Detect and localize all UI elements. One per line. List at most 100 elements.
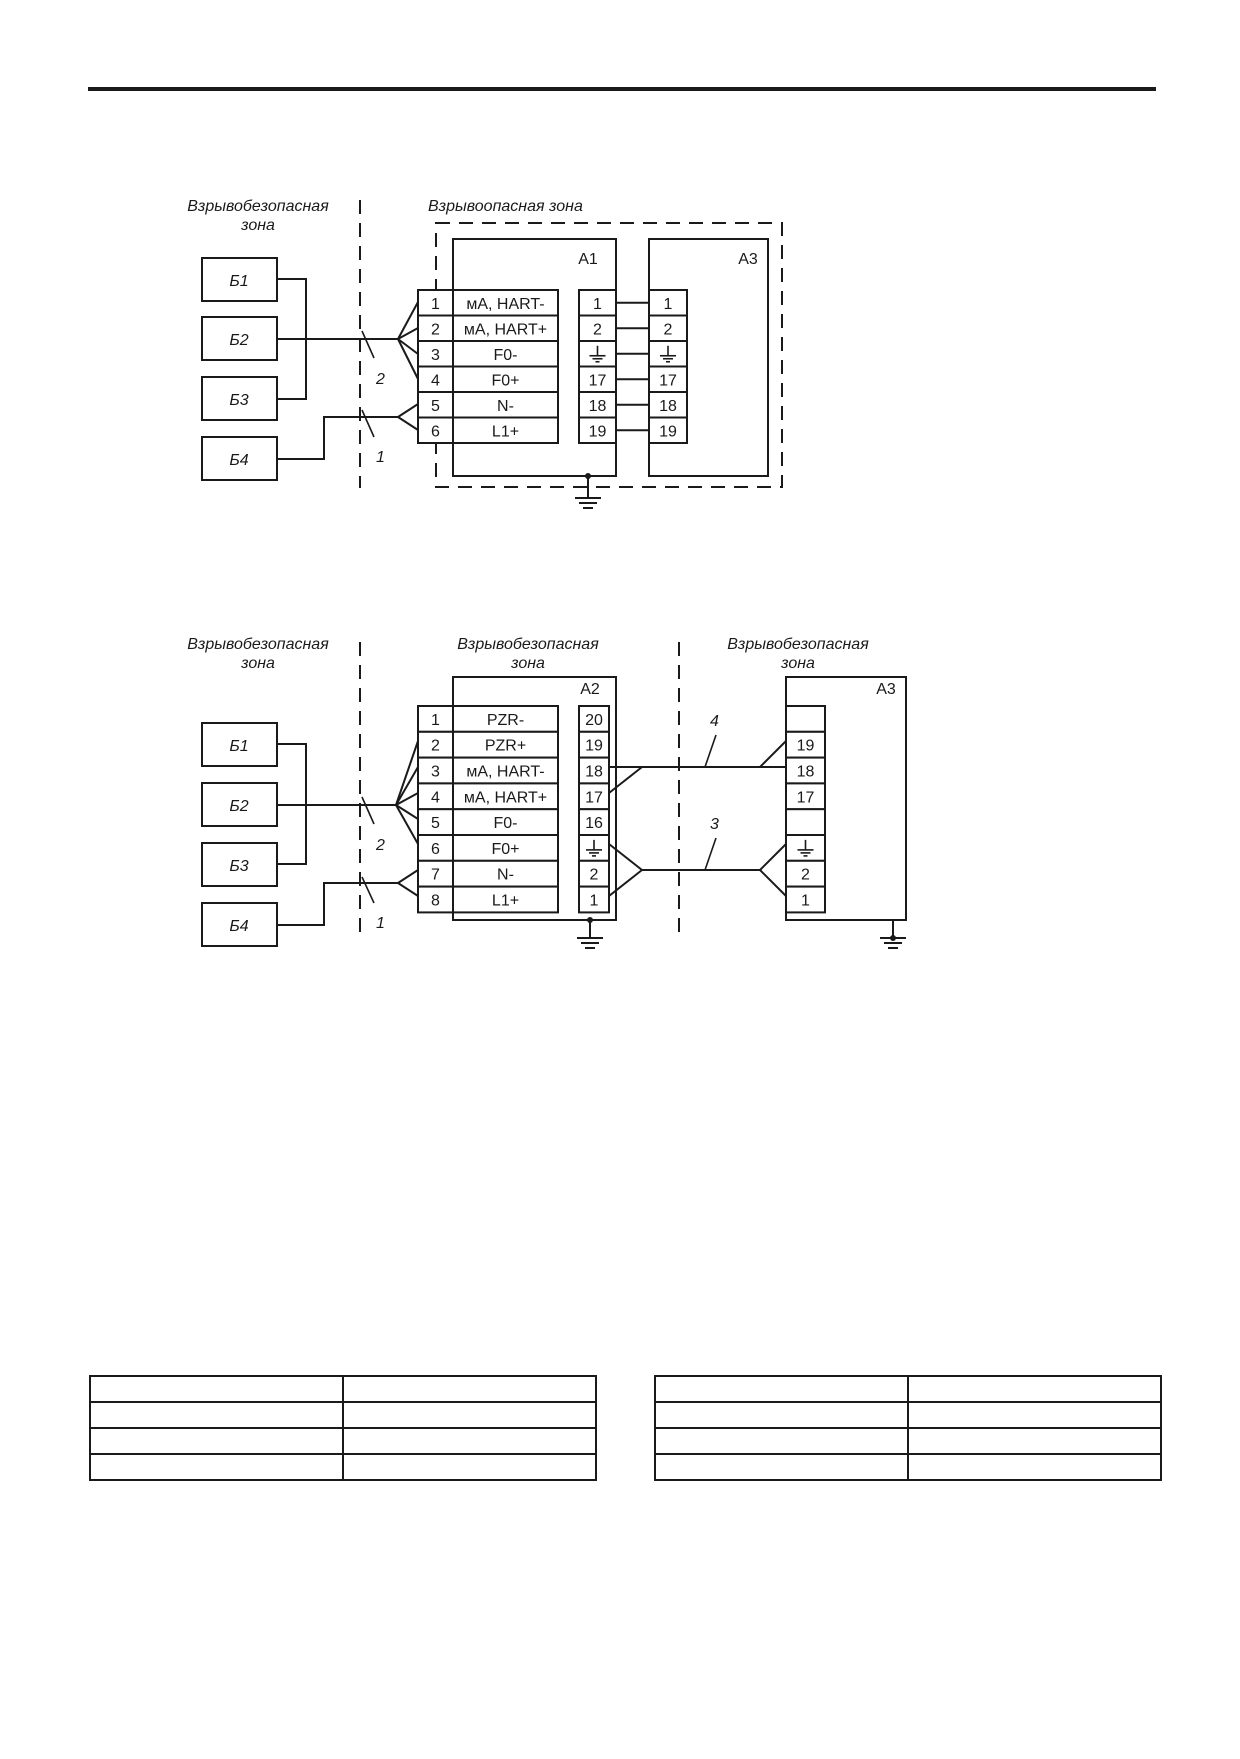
terminal-number-cell: [417, 859, 454, 888]
terminal-signal-cell: [452, 391, 559, 419]
terminal-cell: [785, 885, 826, 914]
terminal-cell: [578, 730, 610, 759]
terminal-number: 18: [589, 398, 607, 415]
cable-1-fan-1: [397, 403, 419, 418]
cable-3-fan-d: [759, 869, 787, 897]
cable-2-fan-1: [397, 301, 419, 340]
terminal-signal: L1+: [492, 423, 519, 440]
device-a1-output-terminals: 1 2 17 18 19: [578, 289, 617, 444]
safe-zone-mid-line2: зона: [510, 655, 545, 672]
terminal-cell: [578, 756, 610, 785]
block-b4: [201, 436, 278, 481]
block-b4-label: Б4: [229, 452, 248, 469]
ground-icon: [575, 473, 601, 509]
terminal-number: 4: [431, 372, 440, 389]
block-b3-label: Б3: [229, 858, 248, 875]
terminal-signal: мА, HART-: [466, 764, 544, 781]
block-b4-label: Б4: [229, 918, 248, 935]
terminal-number: 1: [593, 296, 602, 313]
terminal-number: 6: [431, 841, 440, 858]
cable-1-label: 1: [376, 449, 385, 466]
terminal-number: 5: [431, 398, 440, 415]
safe-zone-left-line1: Взрывобезопасная: [187, 636, 329, 653]
terminal-cell: [785, 859, 826, 888]
terminal-number-cell: [417, 314, 454, 342]
hazard-zone-label: Взрывоопасная зона: [428, 198, 583, 215]
device-a1-label: A1: [578, 251, 598, 268]
terminal-number: 6: [431, 423, 440, 440]
terminal-number: 19: [797, 738, 815, 755]
cable-2-fan-2: [395, 766, 419, 806]
terminal-signal: мА, HART-: [466, 296, 544, 313]
cable-2-tick: [361, 796, 375, 825]
cable-4-tick: [704, 734, 717, 768]
safe-zone-left-line2: зона: [240, 655, 275, 672]
terminal-cell: [578, 859, 610, 888]
terminal-cell: [785, 808, 826, 837]
block-b3: [201, 376, 278, 421]
safe-zone-mid-line1: Взрывобезопасная: [457, 636, 599, 653]
terminal-number: 16: [585, 815, 603, 832]
block-b4: [201, 902, 278, 947]
terminal-cell: [785, 782, 826, 811]
terminal-number: 18: [585, 764, 603, 781]
terminal-number: 17: [589, 372, 607, 389]
terminal-number: 1: [431, 712, 440, 729]
terminal-number: 2: [590, 867, 599, 884]
cable-1-route: [277, 882, 398, 926]
terminal-number: 19: [585, 738, 603, 755]
block-b2-label: Б2: [229, 332, 248, 349]
cable-3-fan-b: [608, 869, 643, 897]
block-b1-label: Б1: [229, 273, 248, 290]
device-a3-label: A3: [876, 681, 896, 698]
cable-1-route: [277, 416, 398, 460]
cable-2-fan-3: [397, 338, 419, 355]
terminal-number: 19: [659, 423, 677, 440]
safe-zone-label-line2: зона: [240, 217, 275, 234]
wiring-diagram-2: Взрывобезопасная зона Взрывобезопасная з…: [187, 636, 907, 949]
terminal-signal: N-: [497, 867, 514, 884]
empty-table-right: [654, 1375, 1162, 1481]
terminal-number-cell: [417, 782, 454, 811]
block-b3-label: Б3: [229, 392, 248, 409]
terminal-cell: [785, 730, 826, 759]
terminal-number: 2: [593, 321, 602, 338]
terminal-signal-cell: [452, 365, 559, 393]
terminal-signal: мА, HART+: [464, 321, 547, 338]
terminal-cell: [648, 365, 688, 393]
terminal-number-cell: [417, 365, 454, 393]
ground-icon: [797, 839, 814, 857]
terminal-signal: F0+: [491, 372, 519, 389]
cable-1-fan-2: [397, 882, 419, 897]
cable-3-label: 3: [710, 816, 719, 833]
terminal-number: 18: [797, 764, 815, 781]
safe-zone-label-line1: Взрывобезопасная: [187, 198, 329, 215]
terminal-signal: PZR+: [485, 738, 526, 755]
cable-2-fan-3: [395, 792, 419, 806]
ground-icon: [589, 345, 606, 363]
terminal-number: 2: [431, 738, 440, 755]
a1-a3-links: [616, 301, 649, 432]
cable-3-tick: [704, 837, 717, 871]
block-b1: [201, 722, 278, 767]
block-b1: [201, 257, 278, 302]
device-a2-label: A2: [580, 681, 600, 698]
cable-1-tick: [361, 409, 375, 438]
cable-2-fan-4: [395, 804, 419, 820]
terminal-signal: мА, HART+: [464, 789, 547, 806]
terminal-signal: F0-: [494, 815, 518, 832]
terminal-signal: N-: [497, 398, 514, 415]
terminal-number: 19: [589, 423, 607, 440]
terminal-signal: PZR-: [487, 712, 524, 729]
terminal-number: 4: [431, 789, 440, 806]
terminal-number: 17: [659, 372, 677, 389]
terminal-signal: F0+: [491, 841, 519, 858]
ground-icon: [660, 345, 676, 363]
terminal-cell: [785, 705, 826, 733]
wiring-diagram-1: Взрывобезопасная зона Взрывоопасная зона…: [187, 198, 783, 509]
block-b1-label: Б1: [229, 738, 248, 755]
empty-table-left: [89, 1375, 597, 1481]
